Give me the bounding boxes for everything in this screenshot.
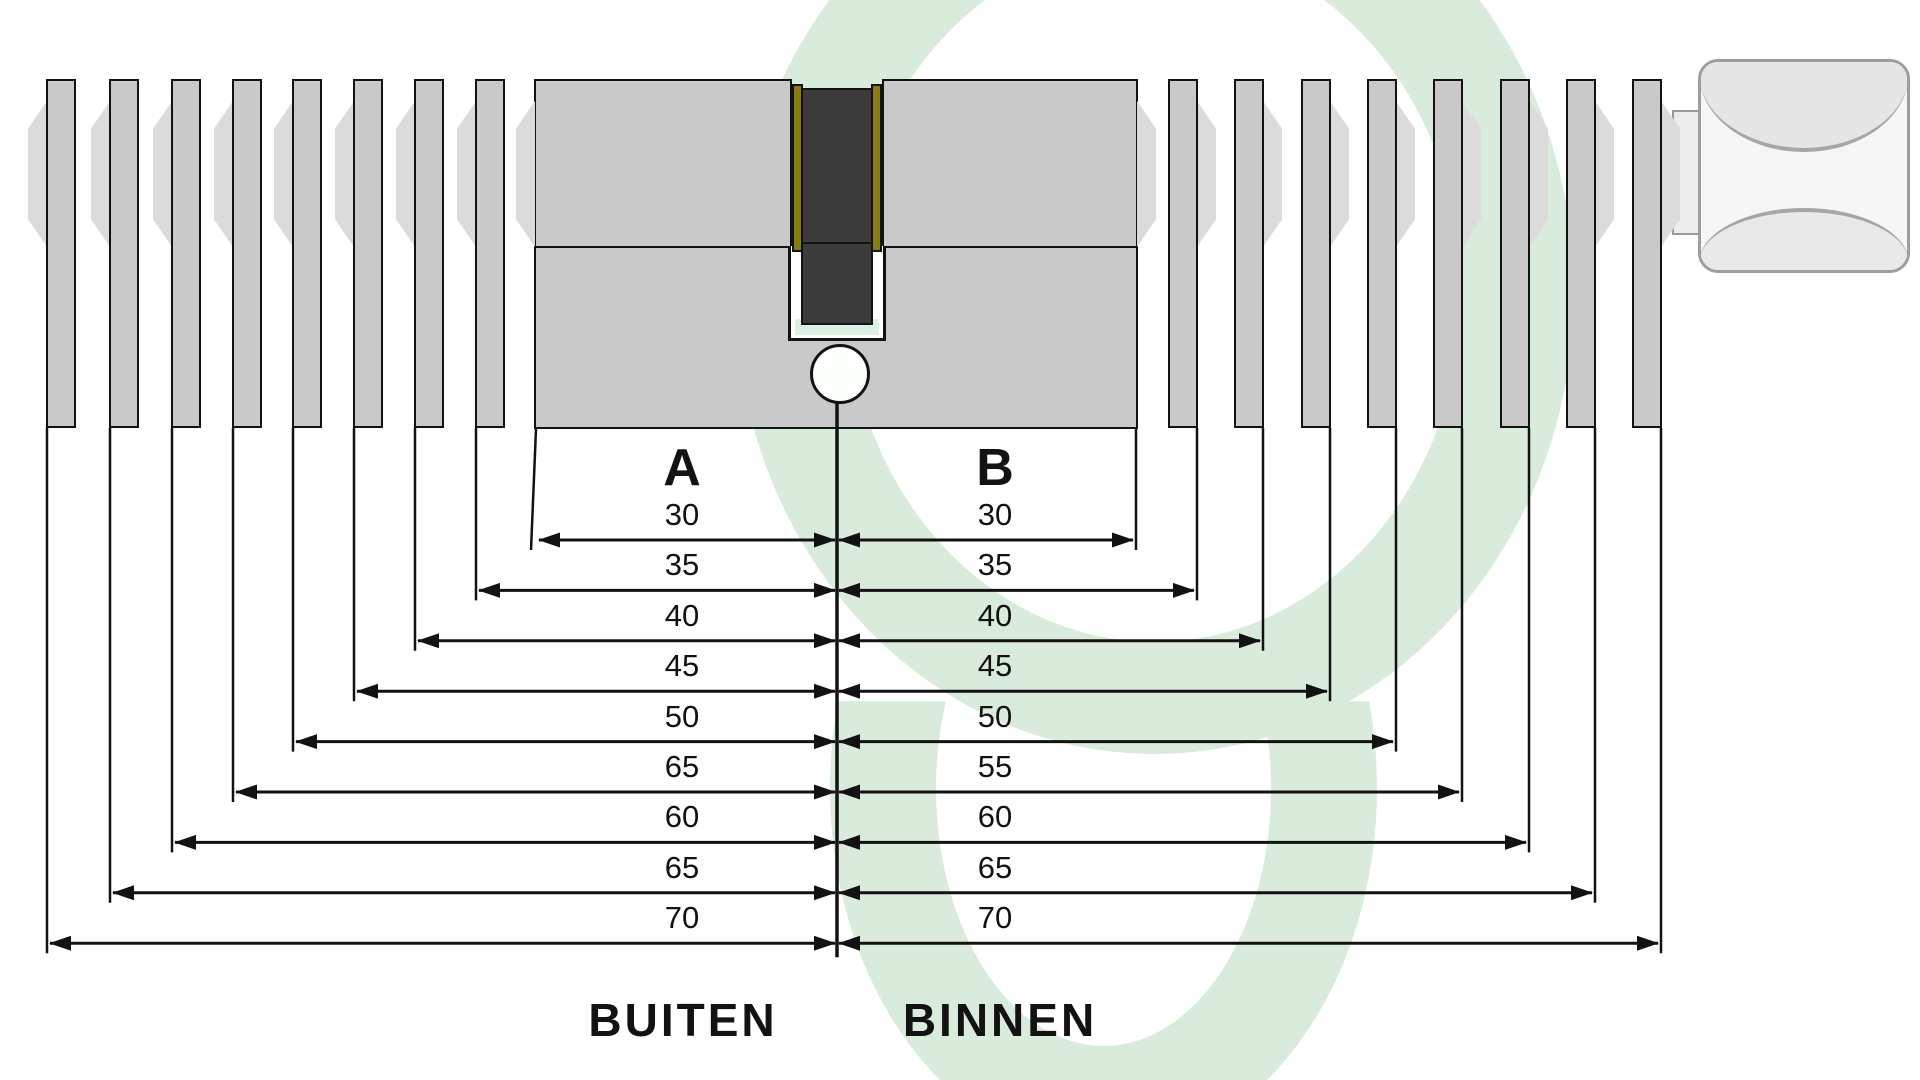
extension-bar-left xyxy=(353,79,383,428)
dimension-value-left: 65 xyxy=(664,849,700,885)
dimension-value-left: 45 xyxy=(664,648,700,684)
dimension-value-right: 70 xyxy=(977,900,1013,936)
extension-bar-bump-right xyxy=(1197,101,1216,247)
dimension-value-left: 30 xyxy=(664,497,700,532)
thumbturn-knob xyxy=(1698,59,1910,273)
extension-bar-bump-right xyxy=(1595,101,1614,247)
extension-bar-right xyxy=(1234,79,1264,428)
footer-label-binnen: BINNEN xyxy=(902,994,1098,1046)
dimension-value-right: 55 xyxy=(977,749,1013,784)
extension-bar-right xyxy=(1632,79,1662,428)
extension-bar-left xyxy=(46,79,76,428)
dimension-value-left: 50 xyxy=(664,698,700,734)
extension-bar-right xyxy=(1566,79,1596,428)
dimension-value-right: 35 xyxy=(977,547,1013,583)
column-header-b: B xyxy=(976,439,1014,497)
extension-bar-left xyxy=(414,79,444,428)
extension-bar-bump-right xyxy=(1330,101,1349,247)
dimension-value-right: 50 xyxy=(977,698,1013,734)
extension-bar-bump-right xyxy=(1396,101,1415,247)
extension-bar-bump-left xyxy=(274,101,293,247)
dimension-value-left: 60 xyxy=(664,799,700,835)
extension-bar-bump-left xyxy=(91,101,110,247)
cylinder-face-bump-left xyxy=(516,101,535,247)
extension-bar-right xyxy=(1433,79,1463,428)
extension-bar-bump-right xyxy=(1529,101,1548,247)
extension-bar-bump-left xyxy=(153,101,172,247)
dimension-value-left: 65 xyxy=(664,749,700,784)
dimension-value-right: 45 xyxy=(977,648,1013,684)
extension-bar-right xyxy=(1301,79,1331,428)
extension-bar-bump-right xyxy=(1661,101,1680,247)
fixing-screw-hole-icon xyxy=(810,344,870,404)
dimension-value-left: 40 xyxy=(664,597,700,633)
footer-label-buiten: BUITEN xyxy=(588,994,778,1046)
extension-bar-right xyxy=(1500,79,1530,428)
cylinder-body-inner-half xyxy=(882,79,1138,249)
extension-bar-left xyxy=(475,79,505,428)
extension-bar-bump-left xyxy=(28,101,47,247)
extension-bar-bump-left xyxy=(396,101,415,247)
cylinder-face-bump-right xyxy=(1137,101,1156,247)
extension-bar-bump-left xyxy=(457,101,476,247)
dimension-value-right: 65 xyxy=(977,849,1013,885)
extension-bar-left xyxy=(109,79,139,428)
extension-bar-bump-left xyxy=(214,101,233,247)
extension-bar-left xyxy=(171,79,201,428)
cam-seam-line xyxy=(803,242,871,244)
dimension-value-right: 40 xyxy=(977,597,1013,633)
column-header-a: A xyxy=(663,439,701,497)
extension-bar-bump-left xyxy=(335,101,354,247)
dimension-value-right: 60 xyxy=(977,799,1013,835)
cam xyxy=(801,88,873,325)
cylinder-body-outer-half xyxy=(534,79,792,249)
dimension-value-left: 70 xyxy=(664,900,700,936)
dimension-value-left: 35 xyxy=(664,547,700,583)
extension-bar-left xyxy=(292,79,322,428)
extension-bar-right xyxy=(1168,79,1198,428)
extension-bar-bump-right xyxy=(1462,101,1481,247)
extension-bar-bump-right xyxy=(1263,101,1282,247)
extension-bar-left xyxy=(232,79,262,428)
dimension-value-right: 30 xyxy=(977,497,1013,532)
extension-bar-right xyxy=(1367,79,1397,428)
